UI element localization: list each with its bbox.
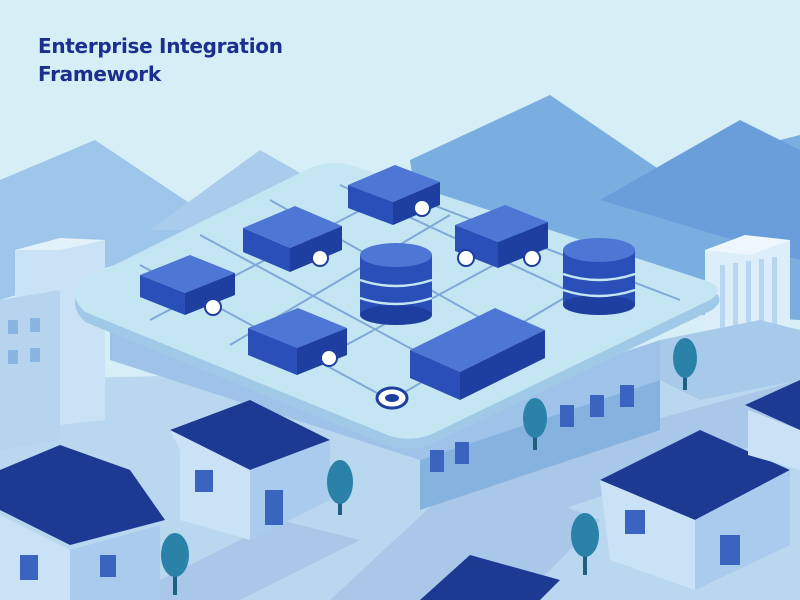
connector-node-icon: [311, 249, 329, 267]
connector-node-icon: [204, 298, 222, 316]
house-icon: [420, 555, 560, 600]
house-icon: [0, 445, 165, 600]
connector-node-icon: [523, 249, 541, 267]
database-icon: [359, 243, 433, 325]
trees: [161, 338, 697, 595]
house-icon: [745, 380, 800, 470]
tree-icon: [673, 338, 697, 390]
module-icon: [248, 308, 347, 375]
module-icon: [410, 308, 545, 400]
houses: [0, 380, 800, 600]
connector-nodes: [204, 199, 541, 410]
tree-icon: [161, 533, 189, 595]
module-icon: [455, 205, 548, 268]
house-icon: [170, 400, 330, 540]
modules: [140, 165, 548, 400]
page-title: Enterprise Integration Framework: [38, 34, 283, 86]
building: [0, 290, 60, 450]
tree-icon: [327, 460, 353, 515]
tree-icon: [523, 398, 547, 450]
house-icon: [600, 430, 790, 590]
module-icon: [243, 206, 342, 272]
mountain-icon: [600, 120, 800, 260]
road: [470, 380, 800, 510]
database-icon: [562, 238, 636, 315]
databases: [359, 238, 636, 325]
connector-node-icon: [413, 199, 431, 217]
connector-node-icon: [457, 249, 475, 267]
tree-icon: [571, 513, 599, 575]
connector-node-icon: [320, 349, 338, 367]
module-icon: [140, 255, 235, 315]
platform-support-building: [110, 320, 660, 510]
road: [330, 470, 600, 600]
road: [120, 520, 360, 600]
